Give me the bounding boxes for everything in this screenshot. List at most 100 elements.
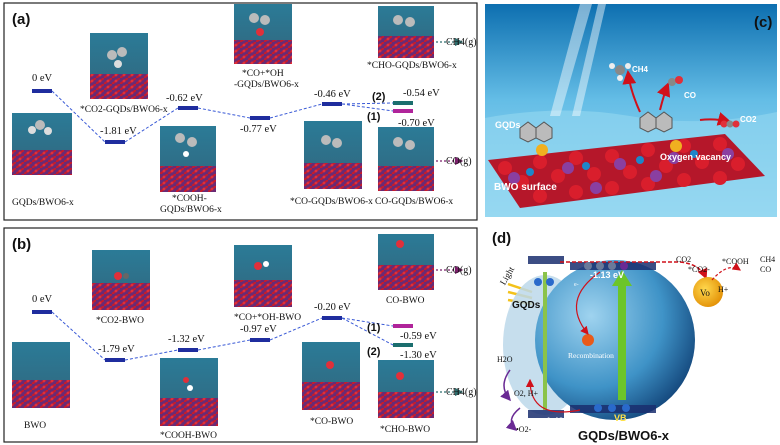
level-a-co2 — [105, 140, 125, 144]
panel-d-co2-reduction-arrow — [711, 262, 741, 281]
product-a-ch4: CH4(g) — [446, 37, 477, 48]
panel-d-label-vo: Vo — [700, 288, 710, 298]
state-b-bwo: BWO — [24, 421, 46, 431]
panel-d-label-e113: -1.13 eV — [590, 270, 624, 280]
structure-thumbnail-b-cho — [378, 360, 434, 418]
level-b-cho — [393, 343, 413, 347]
structure-thumbnail-b-cooh — [160, 358, 218, 426]
panel-c-arrow-co — [657, 82, 671, 111]
panel-c-label: (c) — [754, 14, 772, 31]
panel-d-bwo-sphere — [535, 260, 695, 420]
panel-d-hole-symbol: h+ — [584, 420, 591, 426]
product-b-ch4: CH4(g) — [446, 387, 477, 398]
panel-c-arrow-co2 — [699, 112, 732, 126]
panel-c-bwo-slab — [488, 134, 765, 208]
state-a-cho: *CHO-GQDs/BWO6-x — [367, 61, 457, 71]
energy-a-062: -0.62 eV — [166, 93, 203, 104]
panel-d-excitation-arrowhead — [612, 270, 632, 286]
panel-d: (d) Light GQDs Recombination — [492, 230, 775, 443]
energy-b-179: -1.79 eV — [98, 344, 135, 355]
level-b-co-oh — [250, 338, 270, 342]
panel-c: (c) CH4 CO CO2 GQDs Oxygen vacancy BWO s… — [485, 4, 777, 217]
level-a-co-ads — [322, 102, 342, 106]
state-b-co-oh: *CO+*OH-BWO — [234, 313, 301, 323]
energy-a-181: -1.81 eV — [100, 126, 137, 137]
energy-a-0: 0 eV — [32, 73, 53, 84]
panel-d-label-co2-radical: *CO2- — [688, 265, 710, 274]
structure-thumbnail-bwo — [12, 342, 70, 408]
panel-c-label-co2: CO2 — [740, 115, 757, 124]
panel-d-label-o2m: •O2- — [516, 425, 532, 434]
pathway-a-1: (1) — [367, 111, 381, 123]
panel-c-light-beams — [550, 4, 606, 116]
panel-b-label: (b) — [12, 236, 31, 253]
panel-d-water-oxidation-arrow — [500, 369, 511, 402]
panel-d-recombination-burst — [582, 334, 594, 346]
panel-c-co2-molecule — [720, 120, 740, 128]
panel-d-label-cooh: *COOH — [722, 257, 749, 266]
level-a-gqds — [32, 89, 52, 93]
pathway-b-2: (2) — [367, 346, 381, 358]
energy-a-046: -0.46 eV — [314, 89, 351, 100]
panel-d-recombination-arrow — [575, 271, 601, 335]
panel-d-label-light: Light — [498, 264, 517, 286]
pathway-connectors-b — [51, 311, 394, 361]
panel-d-electron-symbol: e- — [574, 282, 579, 288]
panel-c-label-ch4: CH4 — [632, 65, 649, 74]
panel-d-label-hplus: H+ — [718, 285, 729, 294]
panel-d-o2-reduction-arrow — [505, 407, 521, 432]
structure-thumbnail-gqds — [12, 113, 72, 175]
panel-a-label: (a) — [12, 11, 30, 28]
level-a-cho — [393, 101, 413, 105]
structure-thumbnail-co-oh — [234, 4, 292, 64]
energy-b-059: -0.59 eV — [400, 331, 437, 342]
energy-a-054: -0.54 eV — [403, 88, 440, 99]
state-a-co-des: CO-GQDs/BWO6-x — [375, 197, 453, 207]
product-b-co: CO(g) — [446, 265, 472, 276]
panel-d-gqds-cb-bar — [528, 256, 564, 264]
energy-a-070: -0.70 eV — [398, 118, 435, 129]
panel-d-label: (d) — [492, 230, 511, 247]
structure-thumbnail-cho — [378, 6, 434, 58]
level-b-co-ads — [322, 316, 342, 320]
panel-d-label-o2h: O2, H+ — [514, 389, 539, 398]
panel-c-co-molecule — [668, 76, 683, 86]
level-b-co2 — [105, 358, 125, 362]
energy-b-020: -0.20 eV — [314, 302, 351, 313]
panel-d-label-h2o: H2O — [497, 355, 513, 364]
state-b-cooh: *COOH-BWO — [160, 431, 217, 441]
panel-c-label-vacancy: Oxygen vacancy — [660, 152, 731, 162]
panel-c-arrow-ch4 — [622, 70, 641, 113]
panel-b: (b) — [3, 227, 478, 443]
panel-d-label-ch4: CH4 — [760, 255, 775, 264]
pathway-connectors-a — [51, 90, 394, 143]
panel-d-gqds-vb-bar — [528, 410, 564, 418]
structure-thumbnail-b-co2 — [92, 250, 150, 310]
state-a-co2: *CO2-GQDs/BWO6-x — [80, 105, 168, 115]
level-b-bwo — [32, 310, 52, 314]
energy-b-0: 0 eV — [32, 294, 53, 305]
panel-d-electrons — [584, 262, 628, 270]
structure-thumbnail-b-co-des — [378, 234, 434, 290]
panel-a: (a) — [3, 2, 478, 221]
structure-thumbnail-co-des — [378, 127, 434, 191]
panel-d-label-vb: VB — [614, 413, 627, 423]
level-a-co-des — [393, 109, 413, 113]
structure-thumbnail-b-co-ads — [302, 342, 360, 410]
panel-d-label-gqds: GQDs — [512, 300, 541, 311]
product-a-co: CO(g) — [446, 156, 472, 167]
panel-c-label-gqds: GQDs — [495, 120, 521, 130]
panel-d-label-co2: CO2 — [676, 255, 691, 264]
level-b-cooh — [178, 348, 198, 352]
panel-d-label-recombination: Recombination — [568, 351, 614, 360]
state-b-co2: *CO2-BWO — [96, 316, 144, 326]
pathway-a-2: (2) — [372, 91, 386, 103]
panel-d-holes — [534, 278, 630, 412]
level-a-co-oh — [250, 116, 270, 120]
level-b-co-des — [393, 324, 413, 328]
panel-c-ch4-molecule — [609, 63, 631, 81]
panel-c-label-surface: BWO surface — [494, 182, 557, 193]
panel-d-vo-bubble — [693, 277, 723, 307]
state-a-cooh-line1: *COOH- — [172, 194, 207, 204]
